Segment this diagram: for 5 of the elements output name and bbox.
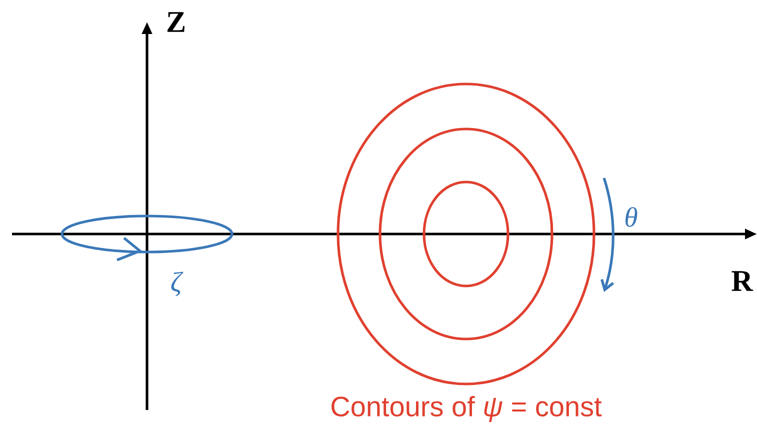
axis-label: Z xyxy=(167,12,184,32)
axis-label: R xyxy=(732,271,754,291)
angle-label: ζ xyxy=(171,272,184,296)
angle-label: θ xyxy=(626,207,638,227)
caption: Contours of ψ = const xyxy=(332,396,602,422)
